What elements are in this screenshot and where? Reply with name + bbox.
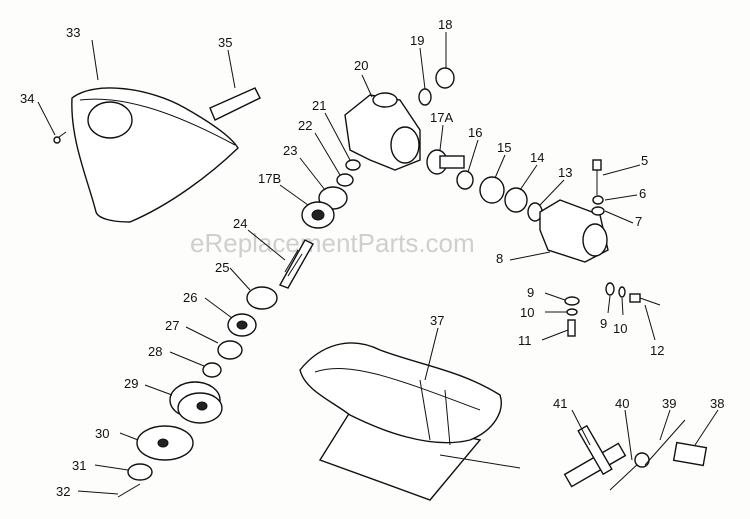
callout-18: 18 xyxy=(438,17,452,32)
callout-16: 16 xyxy=(468,125,482,140)
callout-31: 31 xyxy=(72,458,86,473)
socket-wrench-part xyxy=(563,424,627,488)
tag-38-part xyxy=(672,441,708,467)
callout-39: 39 xyxy=(662,396,676,411)
bolt-11-part xyxy=(567,319,576,337)
callout-40: 40 xyxy=(615,396,629,411)
callout-17b: 17B xyxy=(258,171,281,186)
ring-22-part xyxy=(336,173,354,187)
callout-20: 20 xyxy=(354,58,368,73)
guard-screw-part xyxy=(53,131,67,144)
callout-23: 23 xyxy=(283,143,297,158)
callout-34: 34 xyxy=(20,91,34,106)
callout-30: 30 xyxy=(95,426,109,441)
bushing-18-part xyxy=(435,67,455,89)
callout-35: 35 xyxy=(218,35,232,50)
callout-19: 19 xyxy=(410,33,424,48)
callout-10b: 10 xyxy=(613,321,627,336)
ring-27-part xyxy=(217,340,243,360)
decal-part xyxy=(209,87,261,121)
pin-32-part xyxy=(117,483,141,498)
callout-13: 13 xyxy=(558,165,572,180)
washer-28-part xyxy=(202,362,222,378)
blade-guard-part xyxy=(71,87,239,223)
callout-11: 11 xyxy=(518,333,532,348)
callout-9a: 9 xyxy=(527,285,534,300)
harness-part xyxy=(299,342,521,501)
callout-10a: 10 xyxy=(520,305,534,320)
bearing-25-part xyxy=(246,286,278,310)
callout-14: 14 xyxy=(530,150,544,165)
washer-6-part xyxy=(592,195,604,205)
callout-22: 22 xyxy=(298,118,312,133)
seal-19-part xyxy=(418,88,432,106)
watermark: eReplacementParts.com xyxy=(190,228,475,258)
callout-28: 28 xyxy=(148,344,162,359)
washer-21-part xyxy=(345,159,361,171)
cup-30-part xyxy=(136,425,194,461)
washer-10b-part xyxy=(618,286,626,298)
callout-29: 29 xyxy=(124,376,138,391)
washer-7-part xyxy=(591,206,605,216)
callout-17a: 17A xyxy=(430,110,453,125)
shaft-housing-part xyxy=(539,199,609,263)
shaft-24-part xyxy=(278,239,314,289)
washer-9a-part xyxy=(564,296,580,306)
washer-9b-part xyxy=(605,282,615,296)
callout-27: 27 xyxy=(165,318,179,333)
bearing-14-part xyxy=(504,187,528,213)
callout-7: 7 xyxy=(635,214,642,229)
callout-21: 21 xyxy=(312,98,326,113)
callout-26: 26 xyxy=(183,290,197,305)
callout-37: 37 xyxy=(430,313,444,328)
callout-25: 25 xyxy=(215,260,229,275)
gear-17a-part xyxy=(426,149,465,175)
callout-8: 8 xyxy=(496,251,503,266)
callout-6: 6 xyxy=(639,186,646,201)
callout-38: 38 xyxy=(710,396,724,411)
callout-9b: 9 xyxy=(600,316,607,331)
nut-31-part xyxy=(127,463,153,481)
rod-39-part xyxy=(644,419,686,466)
callout-41: 41 xyxy=(553,396,567,411)
callout-33: 33 xyxy=(66,25,80,40)
callout-12: 12 xyxy=(650,343,664,358)
bearing-15-part xyxy=(479,176,505,204)
gear-case-part xyxy=(344,92,421,171)
bolt-12-part xyxy=(629,293,661,306)
callout-15: 15 xyxy=(497,140,511,155)
callout-32: 32 xyxy=(56,484,70,499)
holder-29-part xyxy=(169,381,223,424)
leader-lines xyxy=(37,32,719,495)
ring-16-part xyxy=(456,170,474,190)
callout-24: 24 xyxy=(233,216,247,231)
callout-5: 5 xyxy=(641,153,648,168)
bolt-5-part xyxy=(592,159,602,195)
spanner-part xyxy=(609,452,650,491)
washer-10a-part xyxy=(566,308,578,316)
